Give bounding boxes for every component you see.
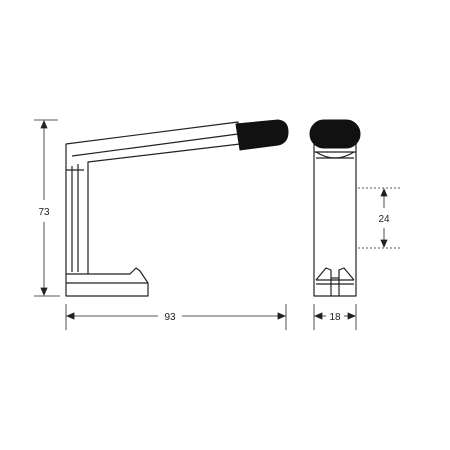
side-view [65, 121, 241, 297]
dimension-height [34, 119, 60, 297]
front-view [313, 143, 357, 297]
dimension-depth [313, 304, 357, 330]
front-view-neck-curve [315, 151, 355, 159]
side-view-inner-line [71, 133, 239, 157]
front-view-hook-detail [315, 267, 332, 296]
side-view-rubber-tip [235, 119, 289, 151]
dimension-hole-spacing [358, 187, 402, 249]
front-view-hook-detail [338, 267, 355, 296]
front-view-outline [313, 143, 357, 297]
dimension-height-label: 73 [38, 207, 50, 218]
dimension-width [65, 304, 287, 330]
dimension-hole-spacing-label: 24 [378, 214, 390, 225]
side-view-outline [65, 121, 241, 297]
front-view-rubber-tip [309, 119, 361, 149]
dimension-depth-label: 18 [329, 312, 341, 323]
dimension-width-label: 93 [164, 312, 176, 323]
